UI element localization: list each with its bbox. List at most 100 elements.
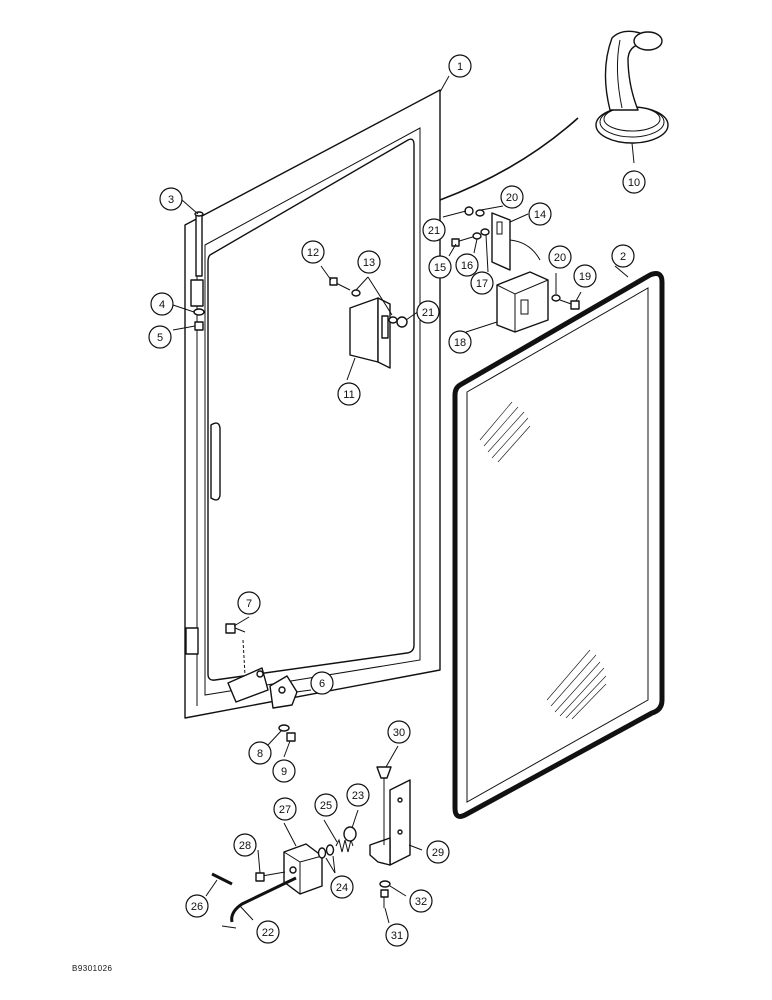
latch-plate-14 xyxy=(491,212,511,271)
callout-circle xyxy=(346,783,370,807)
callout-label: 29 xyxy=(432,847,444,859)
striker-18 xyxy=(496,271,549,333)
callout-label: 30 xyxy=(393,727,405,739)
callout-label: 6 xyxy=(319,678,325,690)
callout-circle xyxy=(330,875,354,899)
callout-circle xyxy=(455,253,479,277)
callout-label: 4 xyxy=(159,299,165,311)
callout-28: 28 xyxy=(233,833,257,857)
hinge-bracket-6 xyxy=(227,667,298,709)
callout-label: 12 xyxy=(307,247,319,259)
callout-label: 32 xyxy=(415,896,427,908)
callout-12: 12 xyxy=(301,240,325,264)
hinge-pin-3 xyxy=(194,211,204,277)
callout-circle xyxy=(500,185,524,209)
callout-circle xyxy=(422,218,446,242)
callout-label: 8 xyxy=(257,748,263,760)
callout-label: 23 xyxy=(352,790,364,802)
callout-circle xyxy=(528,202,552,226)
callout-circle xyxy=(548,245,572,269)
latch-housing-27 xyxy=(283,843,323,895)
callout-15: 15 xyxy=(428,255,452,279)
callout-23: 23 xyxy=(346,783,370,807)
callout-21: 21 xyxy=(422,218,446,242)
callout-label: 18 xyxy=(454,337,466,349)
cap-23 xyxy=(343,826,357,842)
callout-circle xyxy=(272,759,296,783)
callout-32: 32 xyxy=(409,889,433,913)
callout-label: 3 xyxy=(168,194,174,206)
callout-circle xyxy=(416,300,440,324)
washer-32 xyxy=(379,880,391,888)
callout-circle xyxy=(428,255,452,279)
callout-25: 25 xyxy=(314,793,338,817)
bolt-19 xyxy=(559,299,580,310)
washer-8 xyxy=(278,724,290,732)
spring-25 xyxy=(335,838,354,853)
callout-circle xyxy=(470,271,494,295)
callout-label: 15 xyxy=(434,262,446,274)
callout-10: 10 xyxy=(622,170,646,194)
callout-1: 1 xyxy=(448,54,472,78)
callout-label: 21 xyxy=(428,225,440,237)
callout-circle xyxy=(448,330,472,354)
callout-circle xyxy=(248,741,272,765)
callout-circle xyxy=(448,54,472,78)
bolt-12 xyxy=(329,277,351,291)
door-seal-coil-10 xyxy=(595,30,669,144)
screw-31 xyxy=(380,889,389,908)
callout-label: 31 xyxy=(391,930,403,942)
callout-20: 20 xyxy=(500,185,524,209)
washer-20-lower xyxy=(551,294,561,302)
callout-30: 30 xyxy=(387,720,411,744)
callout-label: 19 xyxy=(579,271,591,283)
callout-circle xyxy=(256,920,280,944)
callout-label: 25 xyxy=(320,800,332,812)
callout-3: 3 xyxy=(159,187,183,211)
callout-label: 24 xyxy=(336,882,348,894)
callout-27: 27 xyxy=(273,797,297,821)
callout-circle xyxy=(150,292,174,316)
callout-20: 20 xyxy=(548,245,572,269)
nut-21-lower xyxy=(396,316,408,328)
nut-9 xyxy=(286,732,296,742)
callout-6: 6 xyxy=(310,671,334,695)
callout-circle xyxy=(273,797,297,821)
callout-19: 19 xyxy=(573,264,597,288)
callout-circle xyxy=(611,244,635,268)
callout-label: 7 xyxy=(246,598,252,610)
reference-code: B9301026 xyxy=(72,964,113,973)
callout-label: 2 xyxy=(620,251,626,263)
handle-rod-22 xyxy=(221,876,297,929)
callout-circle xyxy=(314,793,338,817)
callout-circle xyxy=(159,187,183,211)
callout-13: 13 xyxy=(357,250,381,274)
washer-16 xyxy=(472,232,482,240)
callout-label: 10 xyxy=(628,177,640,189)
callout-17: 17 xyxy=(470,271,494,295)
callout-2: 2 xyxy=(611,244,635,268)
pin-26 xyxy=(211,872,233,886)
callout-11: 11 xyxy=(337,382,361,406)
callout-label: 20 xyxy=(506,192,518,204)
callout-26: 26 xyxy=(185,894,209,918)
callout-label: 5 xyxy=(157,332,163,344)
striker-bracket-29 xyxy=(369,779,411,866)
nut-21-upper xyxy=(464,206,474,216)
callout-label: 11 xyxy=(343,389,354,401)
callout-24: 24 xyxy=(330,875,354,899)
washer-13a xyxy=(351,289,361,297)
callout-8: 8 xyxy=(248,741,272,765)
washer-13b xyxy=(388,316,398,324)
callout-label: 26 xyxy=(191,901,203,913)
washers-24 xyxy=(317,844,335,859)
nut-5 xyxy=(194,321,204,331)
bolt-7 xyxy=(225,623,246,676)
callout-22: 22 xyxy=(256,920,280,944)
cab-edge-line xyxy=(439,117,579,201)
callout-label: 9 xyxy=(281,766,287,778)
callout-label: 13 xyxy=(363,257,375,269)
callout-circle xyxy=(237,591,261,615)
